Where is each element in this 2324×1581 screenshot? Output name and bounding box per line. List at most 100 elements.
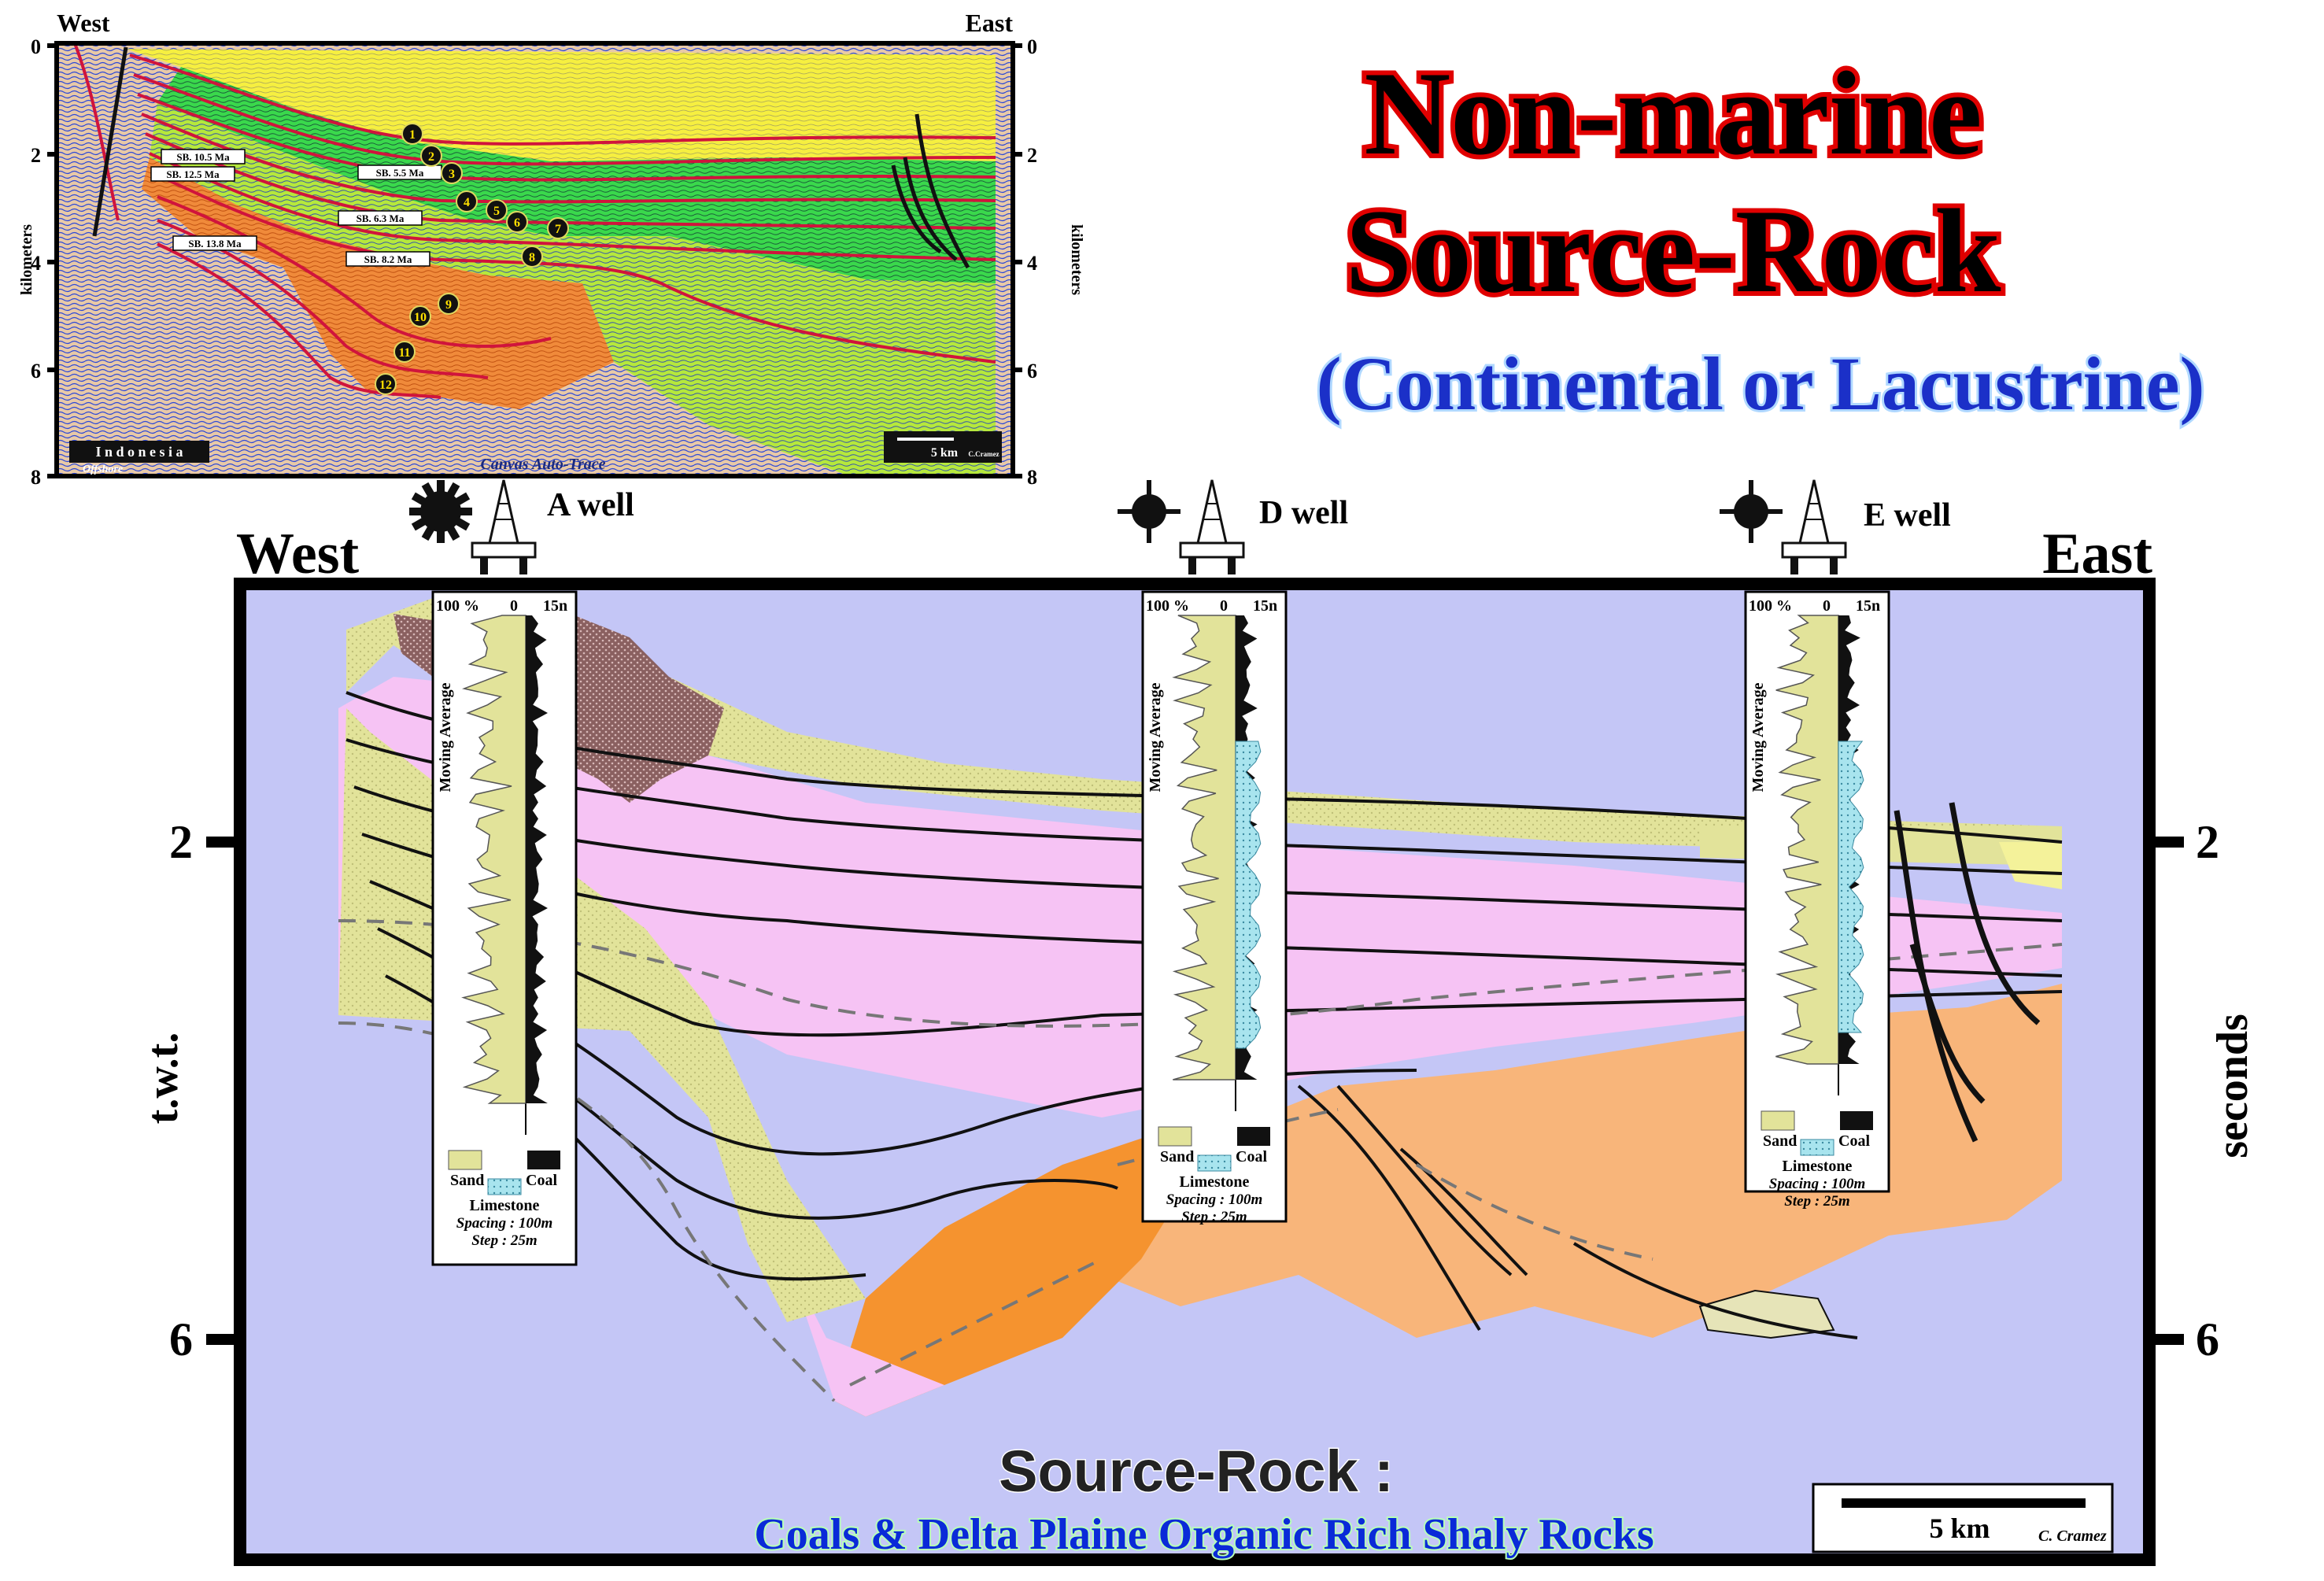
section-west-label: West [236, 522, 360, 586]
inset-faults [92, 46, 970, 269]
inset-scale-box [884, 431, 1002, 463]
inset-tick-right: 6 [1027, 360, 1037, 382]
svg-text:3: 3 [449, 168, 455, 181]
inset-scale-label: 5 km [931, 446, 959, 460]
log-pct-label: 100 % [1146, 597, 1189, 615]
legend-sand-swatch [1158, 1126, 1192, 1147]
inset-horizon-marker: 2 [420, 145, 442, 167]
legend-limestone-swatch [1197, 1154, 1232, 1172]
inset-tick-right: 4 [1027, 252, 1037, 275]
inset-tick-mark-left [47, 368, 57, 372]
source-rock-description: Coals & Delta Plaine Organic Rich Shaly … [754, 1510, 1653, 1559]
legend-coal-label: Coal [1838, 1132, 1870, 1150]
section-scale-box [1812, 1483, 2114, 1553]
inset-boundary-box [338, 210, 423, 226]
legend-step-label: Step : 25m [471, 1232, 537, 1249]
inset-tick-left: 0 [31, 35, 41, 58]
inset-yellow-unit [126, 49, 996, 161]
inset-east-label: East [966, 9, 1014, 37]
log-pct-label: 100 % [436, 597, 479, 615]
legend-spacing-label: Spacing : 100m [1166, 1191, 1262, 1208]
inset-boundary-label: SB. 10.5 Ma [176, 151, 230, 163]
inset-horizon-marker: 3 [441, 162, 463, 184]
inset-horizon-marker: 6 [506, 211, 528, 233]
section-scale-line [1842, 1498, 2086, 1508]
inset-credit: C.Cramez [968, 450, 999, 458]
section-scale-label: 5 km [1929, 1513, 1990, 1544]
section-scale-bar: 5 km C. Cramez [1812, 1483, 2114, 1553]
oil-gas-symbol-icon [1118, 480, 1180, 543]
svg-text:6: 6 [514, 216, 520, 230]
inset-tick-mark-left [47, 152, 57, 157]
oil-rig-icon [1179, 479, 1245, 574]
svg-text:1: 1 [409, 128, 416, 142]
svg-text:2: 2 [428, 150, 434, 164]
svg-text:5: 5 [493, 205, 500, 218]
well-name-label: A well [547, 487, 634, 523]
inset-boundary-label: SB. 8.2 Ma [364, 253, 412, 265]
svg-text:4: 4 [464, 196, 470, 209]
inset-scale-line [897, 438, 954, 441]
title-line-2: Source-Rock [1345, 185, 2001, 317]
inset-tick-mark-right [1013, 43, 1022, 48]
legend-limestone-label: Limestone [1783, 1158, 1853, 1175]
sand-pod [1698, 1289, 1835, 1339]
svg-text:12: 12 [379, 379, 392, 392]
section-axis-left-label: t.w.t. [139, 1032, 187, 1125]
legend-coal-label: Coal [1236, 1148, 1267, 1165]
inset-tick-mark-right [1013, 368, 1022, 372]
log-max-label: 15n [543, 597, 567, 615]
legend-limestone-swatch [487, 1178, 522, 1195]
svg-text:10: 10 [414, 311, 427, 324]
section-faults [1894, 802, 2041, 1143]
legend-sand-label: Sand [1160, 1148, 1194, 1165]
inset-green-unit [157, 67, 996, 283]
svg-text:9: 9 [445, 298, 452, 312]
title-line-1: Non-marine [1364, 47, 1982, 179]
legend-step-label: Step : 25m [1181, 1209, 1247, 1225]
inset-lime-unit [150, 102, 996, 476]
inset-horizon-marker: 11 [393, 341, 416, 363]
inset-tick-right: 2 [1027, 144, 1037, 167]
log-curve-label: Moving Average [1749, 682, 1767, 792]
section-labels: West East 2 6 2 6 t.w.t. seconds Source-… [139, 522, 2257, 1561]
log-max-label: 15n [1856, 597, 1880, 615]
inset-horizon-marker: 9 [438, 293, 460, 315]
log-sand-curve [461, 615, 527, 1104]
log-curve-label: Moving Average [1147, 682, 1164, 792]
legend-coal-label: Coal [526, 1172, 557, 1189]
inset-tick-right: 0 [1027, 35, 1037, 58]
inset-method-label: Canvas Auto-Trace [480, 456, 605, 473]
inset-tick-left: 4 [31, 252, 41, 275]
inset-boundary-box [172, 235, 257, 251]
section-frame [234, 578, 2156, 1566]
legend-sand-label: Sand [1763, 1132, 1797, 1150]
oil-rig-icon [1781, 479, 1847, 574]
legend-sand-swatch [1761, 1110, 1795, 1131]
source-rock-heading: Source-Rock : [999, 1439, 1394, 1504]
legend-sand-swatch [448, 1150, 482, 1170]
yellow-unit-east [1999, 842, 2062, 889]
inset-location-2: Offshore [83, 464, 123, 475]
log-pct-label: 100 % [1749, 597, 1792, 615]
inset-boundary-label: SB. 5.5 Ma [376, 167, 424, 179]
inset-horizon-marker: 12 [375, 373, 397, 395]
svg-text:7: 7 [555, 223, 561, 236]
inset-boundary-box [161, 149, 246, 164]
inset-horizon-marker: 4 [456, 190, 478, 212]
inset-axis-left-label: kilometers [18, 224, 35, 295]
log-sand-curve [1775, 615, 1839, 1065]
oil-gas-symbol-icon [1720, 480, 1783, 543]
legend-limestone-swatch [1800, 1139, 1834, 1156]
log-zero-label: 0 [1220, 597, 1228, 615]
inset-location-1: I n d o n e s i a [95, 444, 183, 460]
log-zero-label: 0 [510, 597, 518, 615]
inset-horizon-marker: 8 [521, 246, 543, 268]
section-tick-left-2: 2 [169, 816, 193, 868]
legend-spacing-label: Spacing : 100m [1769, 1176, 1865, 1192]
